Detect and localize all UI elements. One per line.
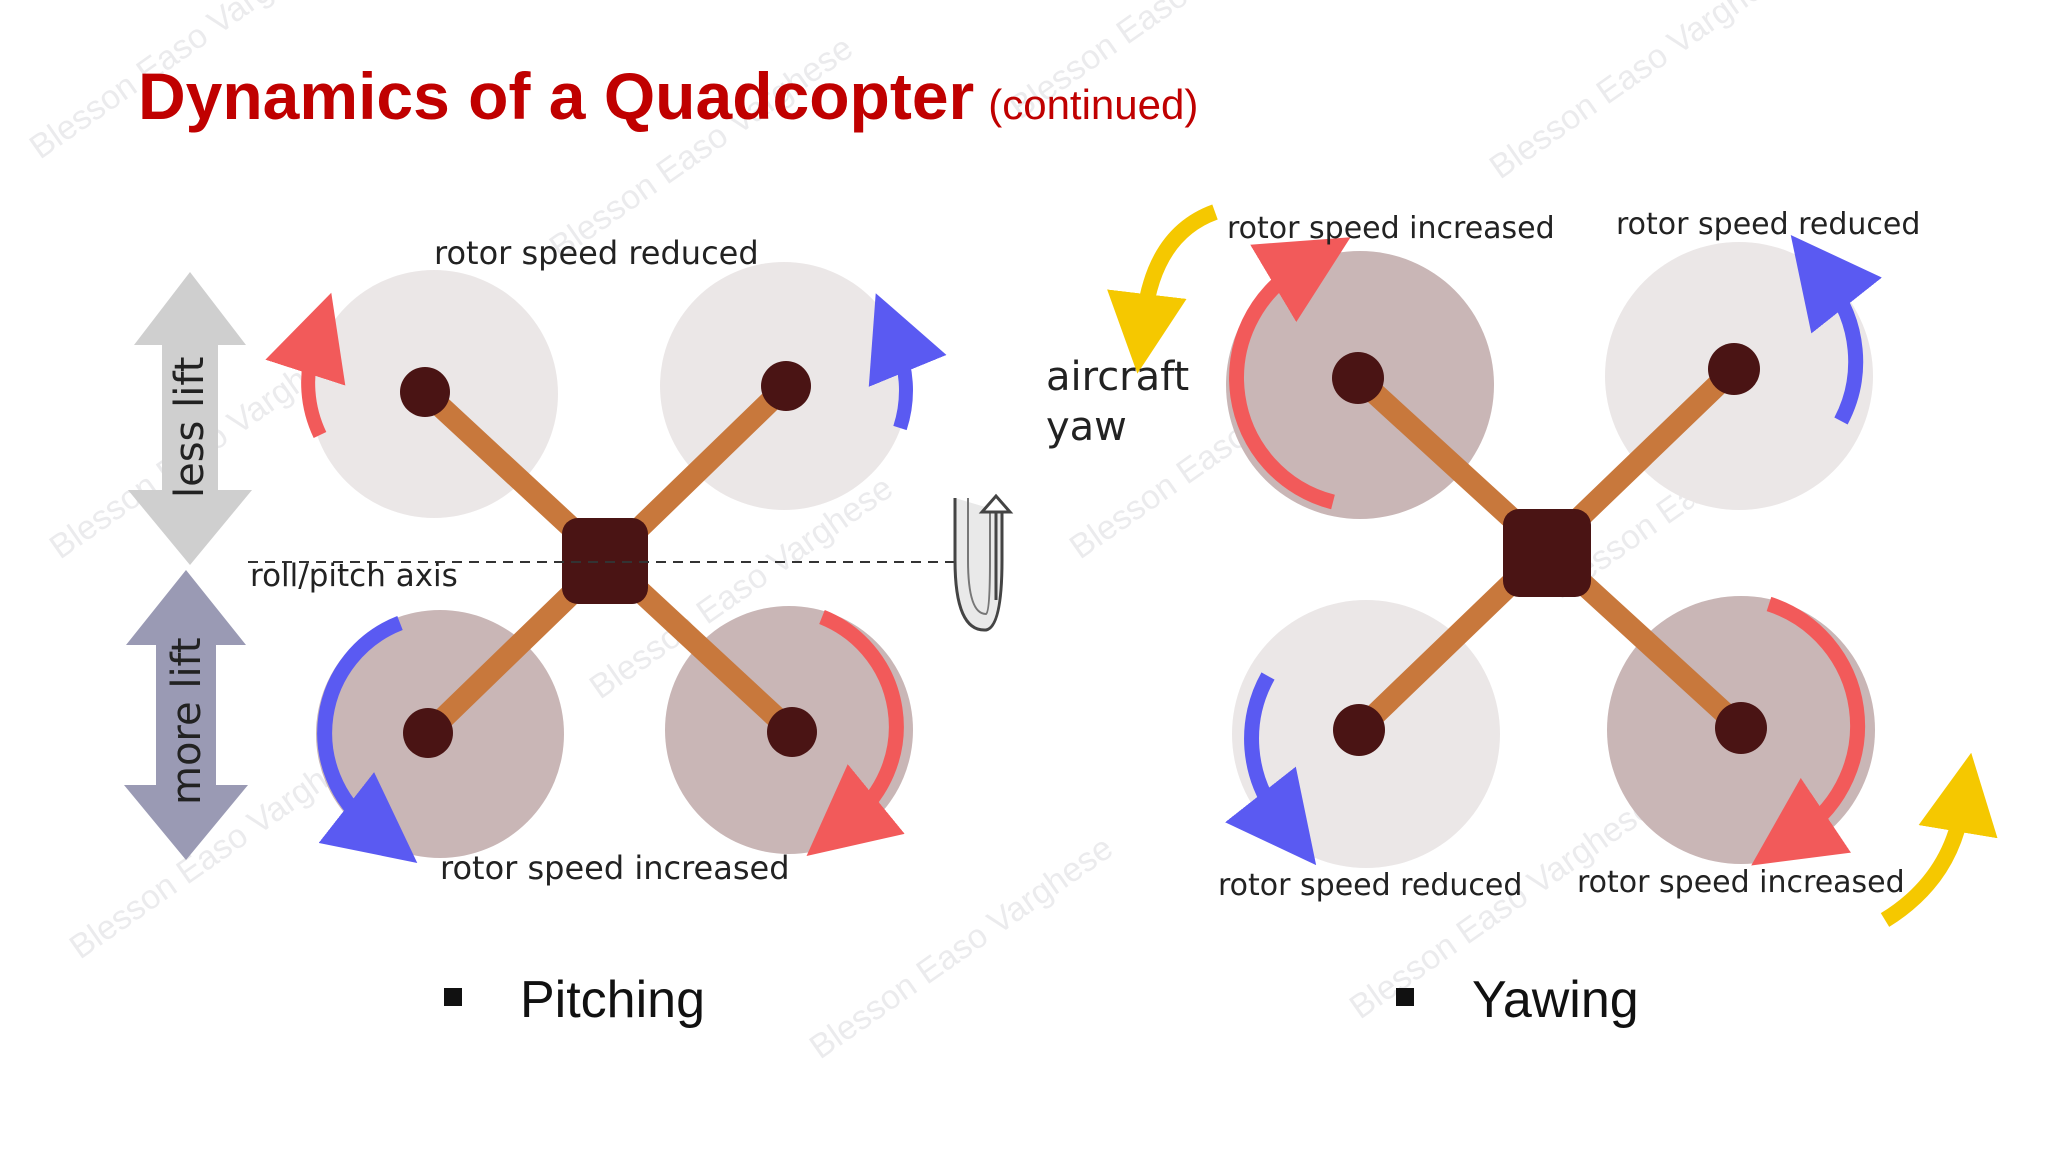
rotor-speed-increased-label: rotor speed increased — [440, 849, 790, 887]
motor-hub — [767, 707, 817, 757]
rotor-speed-increased-label: rotor speed increased — [1577, 865, 1905, 900]
pitch-rotation-icon — [953, 493, 1014, 632]
rotation-arrow-red — [1751, 596, 1866, 866]
motor-hub — [1715, 702, 1767, 754]
bullet-pitching-label: Pitching — [520, 971, 705, 1029]
rotor-speed-reduced-label: rotor speed reduced — [434, 234, 759, 272]
center-body — [1503, 509, 1591, 597]
yaw-arrow-bottom — [1880, 752, 1998, 927]
slide-title: Dynamics of a Quadcopter (continued) — [138, 58, 1198, 134]
bullet-yawing: Yawing — [1396, 970, 1639, 1030]
watermark: Blesson Easo Varghese — [1483, 0, 1800, 187]
bullet-square-icon — [1396, 988, 1414, 1007]
rotor-speed-reduced-label: rotor speed reduced — [1218, 868, 1522, 903]
more-lift-arrow — [124, 570, 248, 860]
more-lift-label: more lift — [164, 637, 210, 805]
aircraft-yaw-label-line2: yaw — [1046, 404, 1127, 450]
rotation-arrow-blue — [868, 293, 947, 431]
motor-hub — [400, 367, 450, 417]
rotor-speed-increased-label: rotor speed increased — [1227, 211, 1555, 246]
pitching-diagram: less lift more lift roll/pitch ax — [124, 234, 1014, 887]
slide-title-suffix: (continued) — [988, 81, 1199, 128]
motor-hub — [1333, 704, 1385, 756]
rotation-arrow-red — [265, 292, 346, 439]
yaw-arrow-top — [1107, 204, 1218, 374]
motor-hub — [403, 708, 453, 758]
rotation-arrow-red — [1229, 237, 1351, 510]
slide-title-main: Dynamics of a Quadcopter — [138, 59, 975, 133]
less-lift-label: less lift — [167, 357, 213, 498]
bullet-pitching: Pitching — [444, 970, 705, 1030]
motor-hub — [1708, 343, 1760, 395]
aircraft-yaw-label-line1: aircraft — [1046, 354, 1189, 400]
rotation-arrow-blue — [1790, 234, 1882, 425]
rotation-arrow-blue — [317, 616, 418, 863]
yawing-diagram: aircraft yaw rotor speed increased rotor… — [1046, 204, 1998, 927]
rotation-arrow-red — [806, 610, 905, 857]
watermark: Blesson Easo Varghese — [803, 829, 1120, 1067]
rotor-speed-reduced-label: rotor speed reduced — [1616, 207, 1920, 242]
less-lift-arrow — [128, 272, 252, 565]
rotation-arrow-blue — [1225, 672, 1317, 866]
bullet-square-icon — [444, 988, 462, 1007]
bullet-yawing-label: Yawing — [1472, 971, 1639, 1029]
roll-pitch-axis-label: roll/pitch axis — [250, 558, 458, 594]
motor-hub — [761, 361, 811, 411]
motor-hub — [1332, 352, 1384, 404]
